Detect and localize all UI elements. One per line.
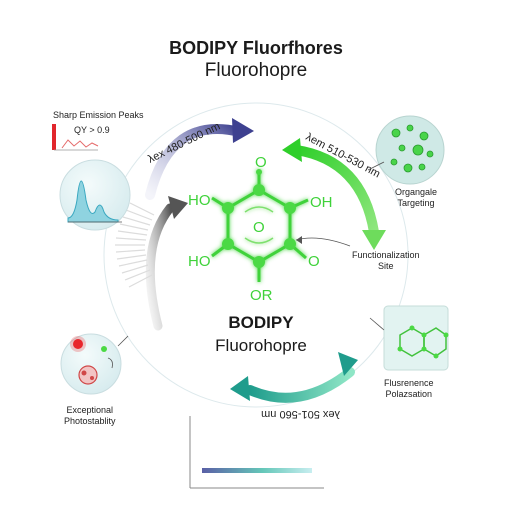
- bottom-arrowhead-right: [338, 352, 358, 376]
- photostability-label: Exceptional Photostablity: [64, 405, 116, 426]
- molecule-o-center: O: [253, 219, 265, 236]
- spectrum-peaks: [67, 180, 119, 223]
- molecule-or-bottom: OR: [250, 287, 273, 304]
- molecule-o-right: O: [308, 253, 320, 270]
- emission-trace: [61, 139, 99, 149]
- molecule-ho-top: HO: [188, 192, 211, 209]
- emission-peaks-title: Sharp Emission Peaks: [53, 110, 144, 120]
- bottom-arrow: [245, 367, 355, 403]
- quantum-yield-label: QY > 0.9: [74, 125, 110, 135]
- left-arrowhead: [168, 196, 188, 219]
- organelle-dots: [390, 124, 434, 173]
- bottom-arrowhead-left: [230, 376, 250, 401]
- excitation-arrowhead: [232, 118, 254, 143]
- emission-arrow: [291, 145, 379, 237]
- excitation-arrow: [145, 124, 245, 200]
- cell-icon: [78, 365, 98, 385]
- molecule-oh-right: OH: [310, 194, 333, 211]
- center-name: BODIPY: [228, 313, 294, 332]
- photostability-bubble: [60, 333, 122, 395]
- polarization-label: Flusrenence Polazsation: [384, 378, 434, 399]
- molecule-ho-bottom: HO: [188, 253, 211, 270]
- polarization-panel: [383, 305, 449, 371]
- bodipy-molecule: [211, 169, 309, 282]
- bottom-arrow-label: λex 501-560 nm: [261, 408, 340, 420]
- spectrum-gradient-bar: [202, 468, 312, 473]
- hatch-fan: [115, 202, 155, 288]
- center-subtitle: Fluorohopre: [215, 336, 307, 355]
- functionalization-label: Functionalization Site: [352, 250, 420, 271]
- molecule-o-top: O: [255, 154, 267, 171]
- excitation-label: λex 480-500 nm: [146, 120, 222, 165]
- outer-ring: [103, 102, 409, 408]
- left-arrow: [145, 203, 175, 331]
- green-dot: [101, 346, 107, 352]
- organelle-label: Organgale Targeting: [395, 187, 438, 208]
- emission-arrowhead-top: [282, 138, 302, 162]
- diagram-title: BODIPY Fluorfhores: [169, 38, 343, 58]
- red-glow-dot: [73, 339, 83, 349]
- diagram-subtitle: Fluorohopre: [204, 60, 308, 81]
- functionalization-pointer: [295, 237, 351, 247]
- emission-arrowhead-bottom: [362, 230, 386, 250]
